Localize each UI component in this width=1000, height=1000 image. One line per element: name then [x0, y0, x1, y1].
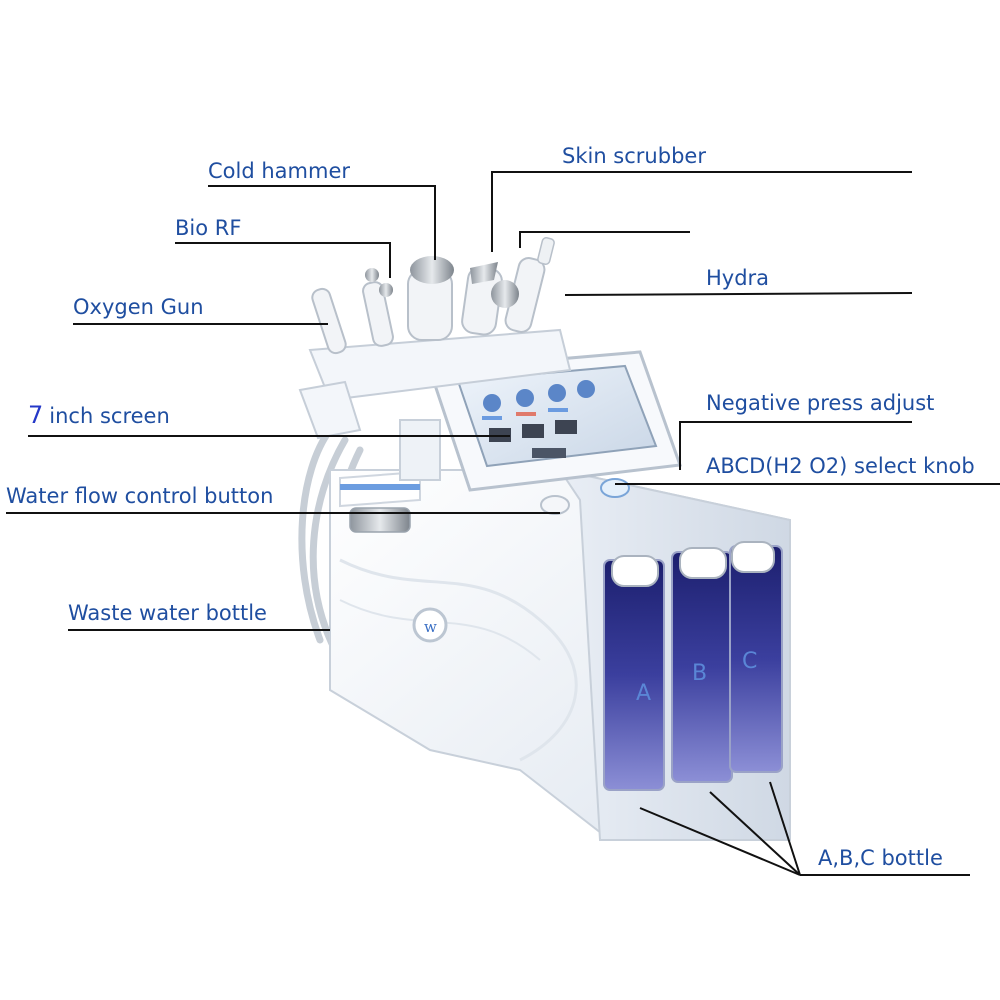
- bottle-c[interactable]: C: [729, 541, 783, 773]
- label-select-knob: ABCD(H2 O2) select knob: [706, 454, 975, 478]
- label-negative-press: Negative press adjust: [706, 391, 935, 415]
- leader-lines: [6, 171, 1000, 876]
- handpiece-holder: [298, 328, 572, 440]
- bottle-a[interactable]: A: [603, 555, 665, 791]
- select-knob[interactable]: [600, 478, 630, 498]
- bottle-c-letter: C: [742, 649, 757, 674]
- bio-rf-handpiece[interactable]: [362, 268, 395, 347]
- leader-bio-rf: [175, 242, 391, 278]
- water-flow-button[interactable]: [349, 507, 411, 533]
- leader-abc-3: [769, 781, 801, 876]
- leader-cold-hammer: [208, 185, 436, 260]
- brand-logo: [412, 607, 448, 643]
- oxygen-gun-handpiece[interactable]: [310, 287, 348, 355]
- label-water-flow: Water flow control button: [6, 484, 274, 508]
- label-hydra: Hydra: [706, 266, 770, 290]
- screen-stand: [399, 419, 441, 481]
- leader-negative-press: [679, 421, 912, 470]
- label-bio-rf: Bio RF: [175, 216, 242, 240]
- skin-scrubber-handpiece[interactable]: [461, 262, 504, 336]
- leader-skin-scrubber: [491, 171, 912, 252]
- label-oxygen-gun: Oxygen Gun: [73, 295, 204, 319]
- label-abc-bottle: A,B,C bottle: [818, 846, 943, 870]
- label-screen-text: inch screen: [49, 404, 170, 428]
- leader-hydra: [564, 292, 913, 296]
- bottle-a-letter: A: [636, 681, 651, 706]
- label-screen-number: 7: [28, 401, 44, 429]
- svg-text:w: w: [424, 618, 437, 636]
- bottle-b-letter: B: [692, 661, 707, 686]
- leader-abc-2: [709, 791, 801, 876]
- touch-screen[interactable]: [427, 350, 683, 492]
- hydra-handpiece[interactable]: [491, 237, 555, 334]
- cold-hammer-handpiece[interactable]: [407, 256, 454, 341]
- screen-tiles: [482, 380, 595, 458]
- label-cold-hammer: Cold hammer: [208, 159, 350, 183]
- leader-hydra-2: [519, 231, 690, 248]
- negative-press-adjust-knob[interactable]: [540, 495, 570, 515]
- leader-abc-1: [639, 807, 801, 876]
- label-skin-scrubber: Skin scrubber: [562, 144, 706, 168]
- bottle-b[interactable]: B: [671, 547, 733, 783]
- label-waste-water: Waste water bottle: [68, 601, 267, 625]
